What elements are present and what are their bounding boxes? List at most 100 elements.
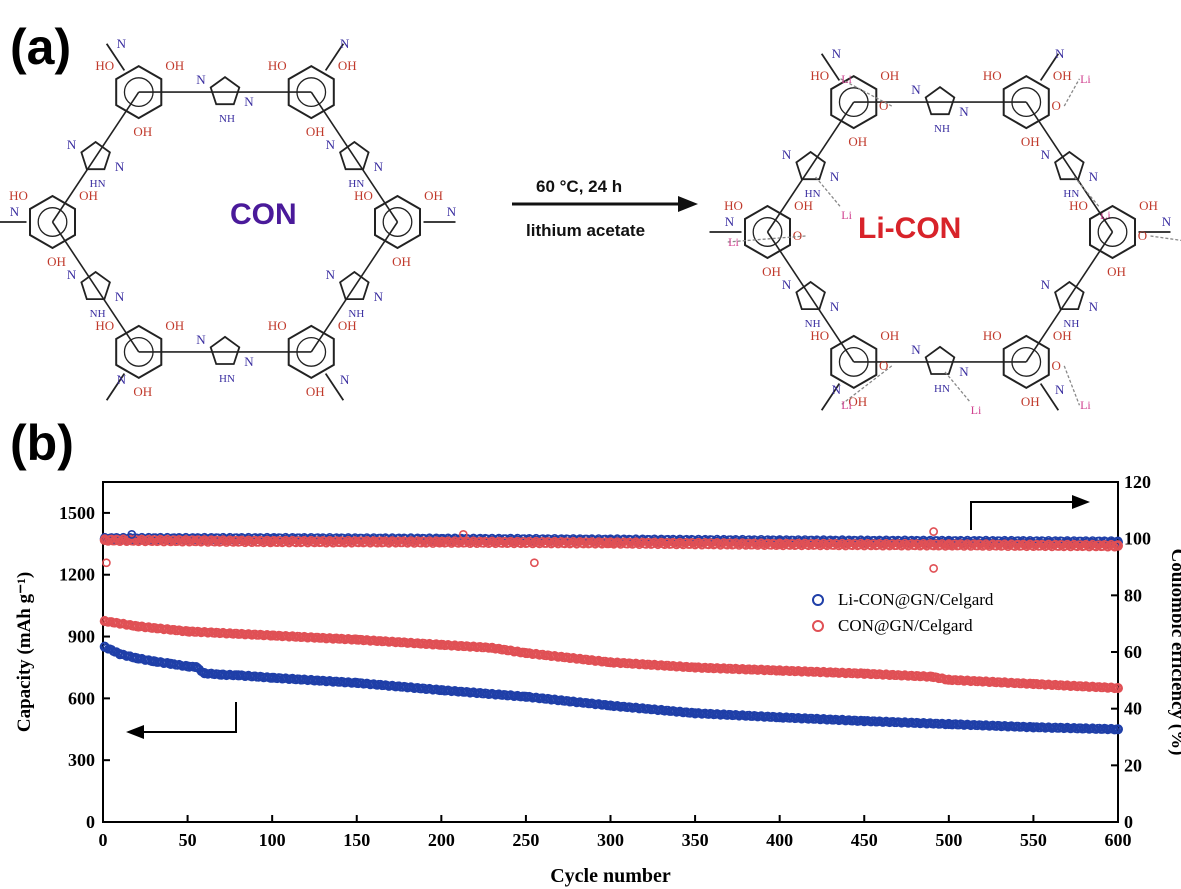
imine-linker-bond xyxy=(310,221,399,353)
data-point xyxy=(386,637,395,647)
data-point xyxy=(360,535,370,544)
data-point xyxy=(692,536,702,546)
data-point xyxy=(513,536,522,546)
data-point xyxy=(540,694,549,704)
data-point xyxy=(521,693,531,702)
data-point xyxy=(795,713,805,723)
data-point xyxy=(487,688,497,698)
data-point xyxy=(167,535,177,545)
panel-b-label: (b) xyxy=(10,415,74,471)
data-point xyxy=(518,534,527,544)
data-point xyxy=(572,539,582,549)
data-point xyxy=(756,711,766,720)
imine-n-label: N xyxy=(340,372,350,387)
data-point xyxy=(902,537,911,546)
data-point xyxy=(565,697,575,707)
data-point xyxy=(315,634,324,643)
data-point xyxy=(832,667,842,677)
data-point xyxy=(404,535,414,544)
data-point xyxy=(183,662,192,671)
data-point xyxy=(381,536,390,545)
data-point xyxy=(394,533,404,543)
data-point xyxy=(562,652,571,662)
data-point xyxy=(423,684,433,694)
triazole-ring xyxy=(924,345,956,375)
data-point xyxy=(849,715,859,725)
data-point xyxy=(550,534,560,543)
data-point xyxy=(419,536,429,546)
data-point xyxy=(132,653,142,663)
efficiency-outlier-point xyxy=(101,558,111,568)
data-point xyxy=(929,673,938,683)
data-point xyxy=(477,535,487,545)
li-coordination-bond xyxy=(1063,78,1081,107)
data-point xyxy=(1018,539,1028,549)
data-point xyxy=(171,660,181,670)
data-point xyxy=(733,664,742,674)
data-point xyxy=(304,632,314,642)
data-point xyxy=(350,634,360,644)
data-point xyxy=(602,658,612,667)
data-point xyxy=(435,538,444,548)
data-point xyxy=(761,535,771,545)
data-point xyxy=(269,533,279,542)
data-point xyxy=(223,536,233,546)
hydroxyl-label: OH xyxy=(1107,264,1126,279)
data-point xyxy=(135,654,145,664)
data-point xyxy=(286,534,296,543)
data-point xyxy=(826,538,835,548)
data-point xyxy=(479,538,488,548)
data-point xyxy=(900,717,910,727)
data-point xyxy=(611,538,620,548)
data-point xyxy=(842,536,852,546)
data-point xyxy=(1113,536,1123,546)
data-point xyxy=(961,540,971,550)
data-point xyxy=(379,535,389,545)
data-point xyxy=(552,535,561,545)
data-point xyxy=(438,685,448,695)
data-point xyxy=(636,535,646,545)
data-point xyxy=(200,532,209,542)
data-point xyxy=(210,537,220,547)
data-point xyxy=(908,718,918,728)
data-point xyxy=(638,703,647,713)
data-point xyxy=(250,535,260,545)
data-point xyxy=(125,651,135,661)
data-point xyxy=(238,533,248,543)
data-point xyxy=(196,667,206,676)
triazole-nh-label: NH xyxy=(90,308,106,320)
data-point xyxy=(262,672,272,681)
data-point xyxy=(1054,538,1064,548)
data-point xyxy=(587,537,597,546)
data-point xyxy=(768,535,778,545)
data-point xyxy=(536,537,546,547)
data-point xyxy=(149,533,159,543)
hydroxyl-label: OH xyxy=(794,198,813,213)
data-point xyxy=(922,541,932,551)
data-point xyxy=(164,625,174,635)
legend-label: Li-CON@GN/Celgard xyxy=(838,590,994,609)
data-point xyxy=(672,707,681,717)
data-point xyxy=(364,537,373,546)
data-point xyxy=(963,675,972,685)
data-point xyxy=(1008,722,1018,732)
data-point xyxy=(1078,538,1087,548)
data-point xyxy=(936,537,945,547)
data-point xyxy=(1040,538,1050,548)
data-point xyxy=(856,668,866,678)
data-point-anchor xyxy=(690,708,701,719)
data-point xyxy=(154,536,164,546)
data-point xyxy=(810,540,820,550)
hydroxyl-label: HO xyxy=(810,328,829,343)
data-point xyxy=(910,538,920,547)
data-point xyxy=(274,533,284,542)
imine-linker-bond xyxy=(766,101,855,233)
imine-n-label: N xyxy=(832,382,842,397)
data-point xyxy=(668,706,678,715)
data-point xyxy=(626,538,636,547)
data-point-anchor xyxy=(943,719,954,730)
data-point xyxy=(259,631,269,641)
data-point xyxy=(485,689,495,699)
benzene-ring xyxy=(1002,334,1050,390)
data-point xyxy=(404,638,414,648)
